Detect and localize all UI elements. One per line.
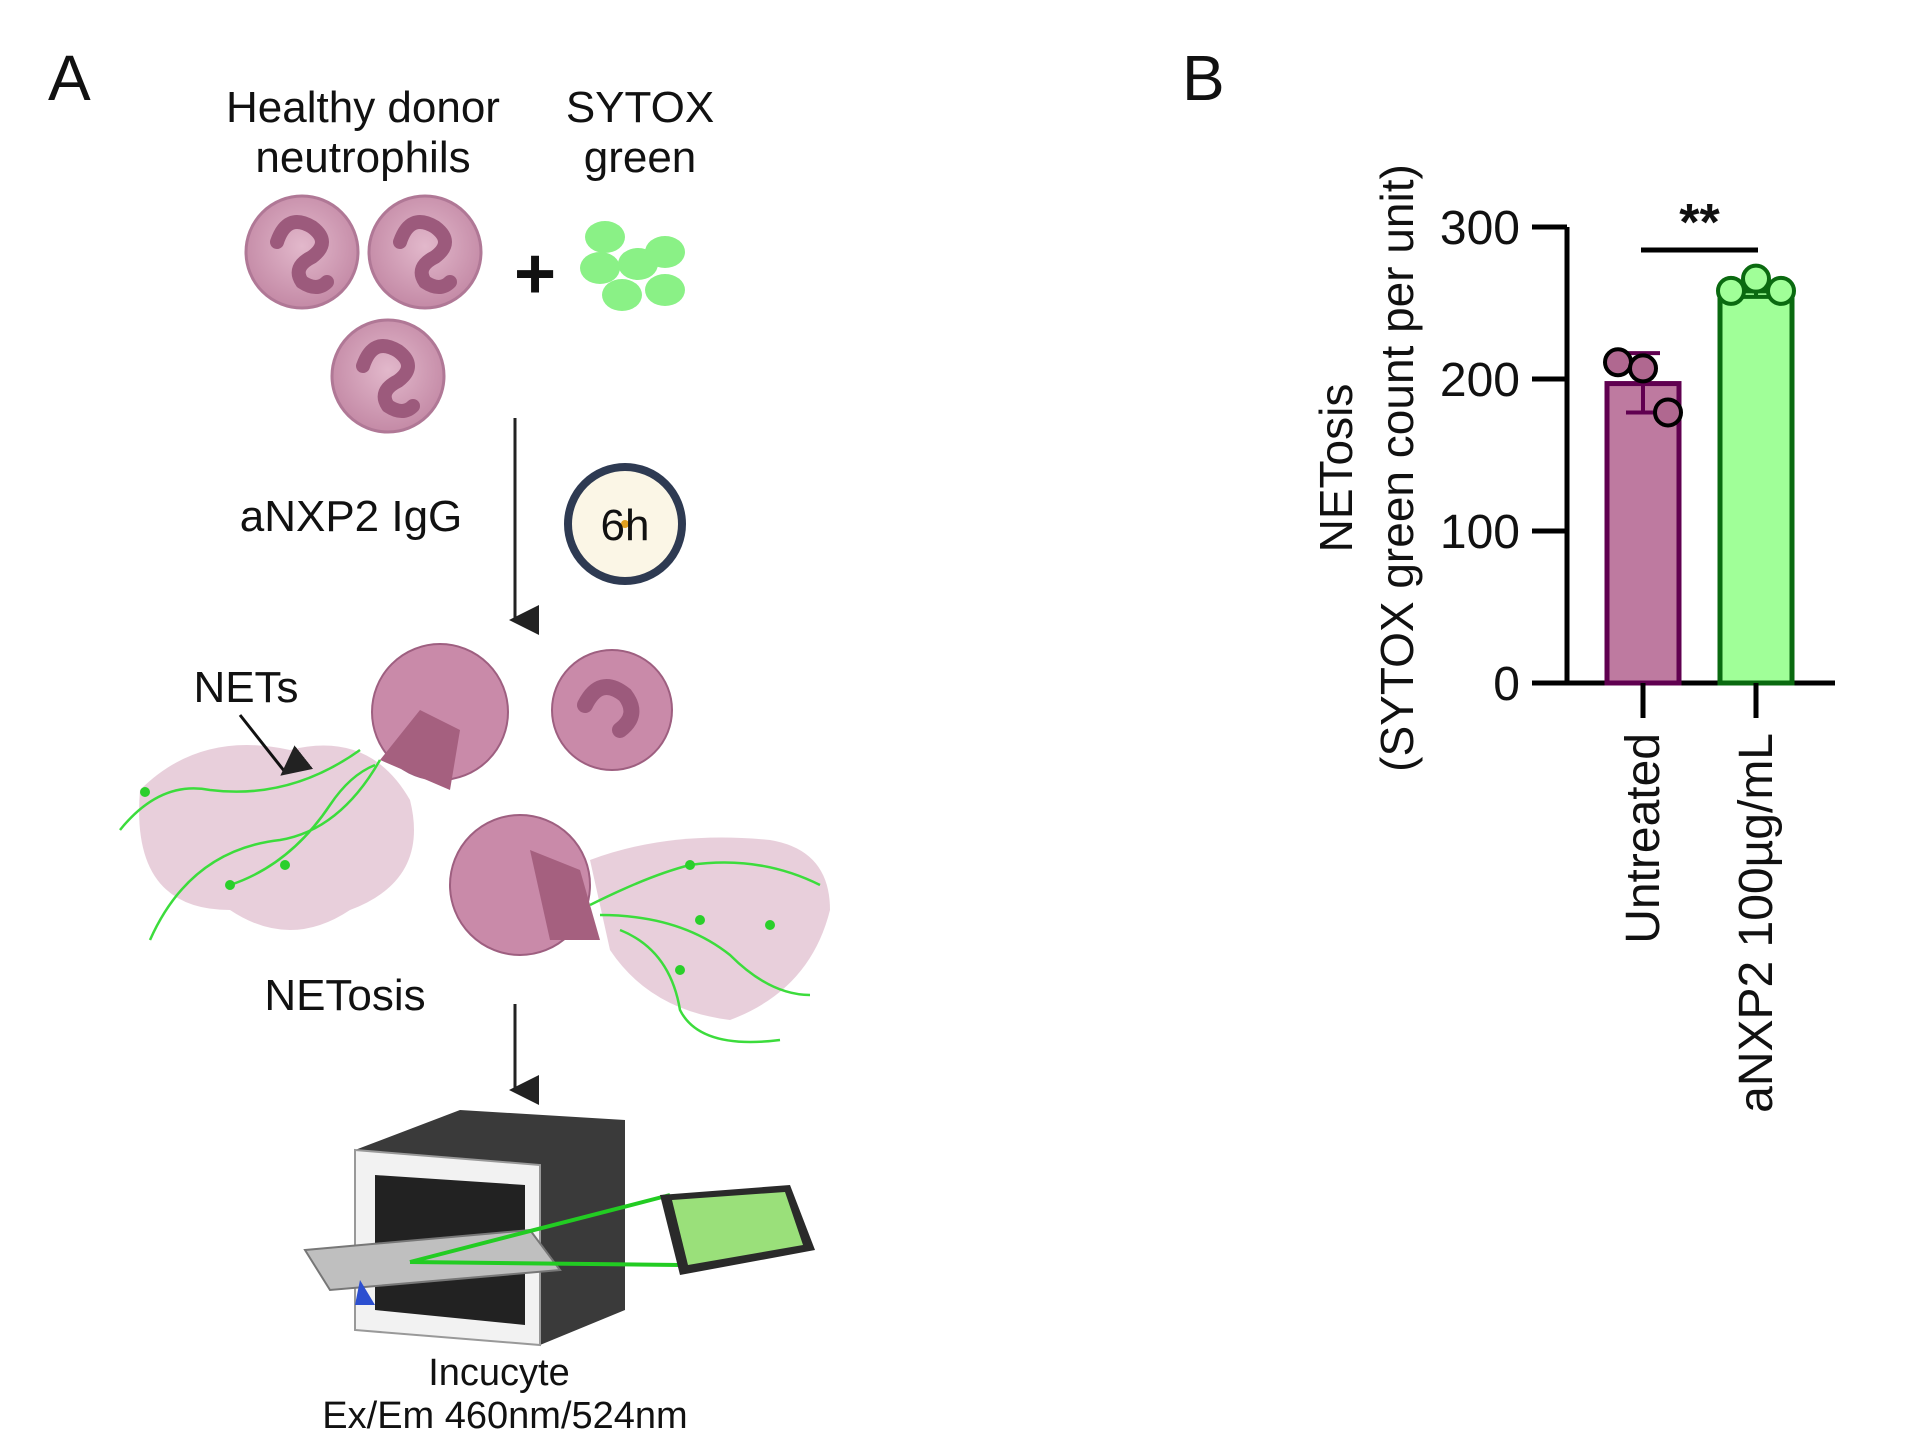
bar bbox=[1604, 381, 1682, 686]
significance-label: ** bbox=[1679, 194, 1720, 252]
data-point bbox=[1741, 263, 1771, 294]
nets-arrow bbox=[238, 714, 314, 776]
dye-label-line1: SYTOX bbox=[566, 83, 714, 132]
bar bbox=[1717, 288, 1795, 686]
neutrophil-cells bbox=[244, 194, 483, 434]
dye-label-line2: green bbox=[584, 133, 697, 182]
panel-a: A Healthy donor neutrophils SYTOX green … bbox=[48, 42, 830, 1437]
panel-a-label: A bbox=[48, 42, 91, 114]
neutrophil-icon bbox=[330, 318, 446, 434]
data-point bbox=[1628, 353, 1658, 384]
instrument-label: Incucyte bbox=[428, 1352, 570, 1394]
netosis-label: NETosis bbox=[264, 971, 425, 1020]
neutrophil-icon bbox=[244, 194, 360, 310]
cells-label-line1: Healthy donor bbox=[226, 83, 500, 132]
y-axis-label-line2: (SYTOX green count per unit) bbox=[1371, 164, 1423, 772]
plus-sign: + bbox=[514, 234, 556, 314]
y-tick-label: 300 bbox=[1440, 202, 1520, 255]
netosis-illustration bbox=[119, 643, 830, 1044]
x-tick-label: aNXP2 100µg/mL bbox=[1730, 733, 1783, 1113]
neutrophil-icon bbox=[367, 194, 483, 310]
sytox-dye-icon bbox=[580, 221, 685, 311]
panel-b-label: B bbox=[1182, 42, 1225, 114]
y-tick-label: 100 bbox=[1440, 506, 1520, 559]
clock-label: 6h bbox=[601, 501, 650, 550]
y-tick-label: 200 bbox=[1440, 354, 1520, 407]
cells-label-line2: neutrophils bbox=[255, 133, 470, 182]
y-axis-label-line1: NETosis bbox=[1310, 384, 1362, 553]
incucyte-instrument-icon bbox=[303, 1110, 681, 1347]
y-tick-label: 0 bbox=[1493, 658, 1520, 711]
panel-b: B NETosis (SYTOX green count per unit) 0… bbox=[1182, 42, 1835, 1113]
treatment-label: aNXP2 IgG bbox=[240, 492, 463, 541]
data-point bbox=[1603, 347, 1633, 378]
well-plate-icon bbox=[660, 1185, 815, 1275]
x-tick-label: Untreated bbox=[1617, 733, 1670, 944]
data-point bbox=[1653, 397, 1683, 428]
instrument-settings-label: Ex/Em 460nm/524nm bbox=[322, 1395, 687, 1437]
clock-icon: 6h bbox=[564, 463, 686, 585]
nets-label: NETs bbox=[193, 663, 298, 712]
data-point bbox=[1766, 275, 1796, 306]
data-point bbox=[1716, 275, 1746, 306]
